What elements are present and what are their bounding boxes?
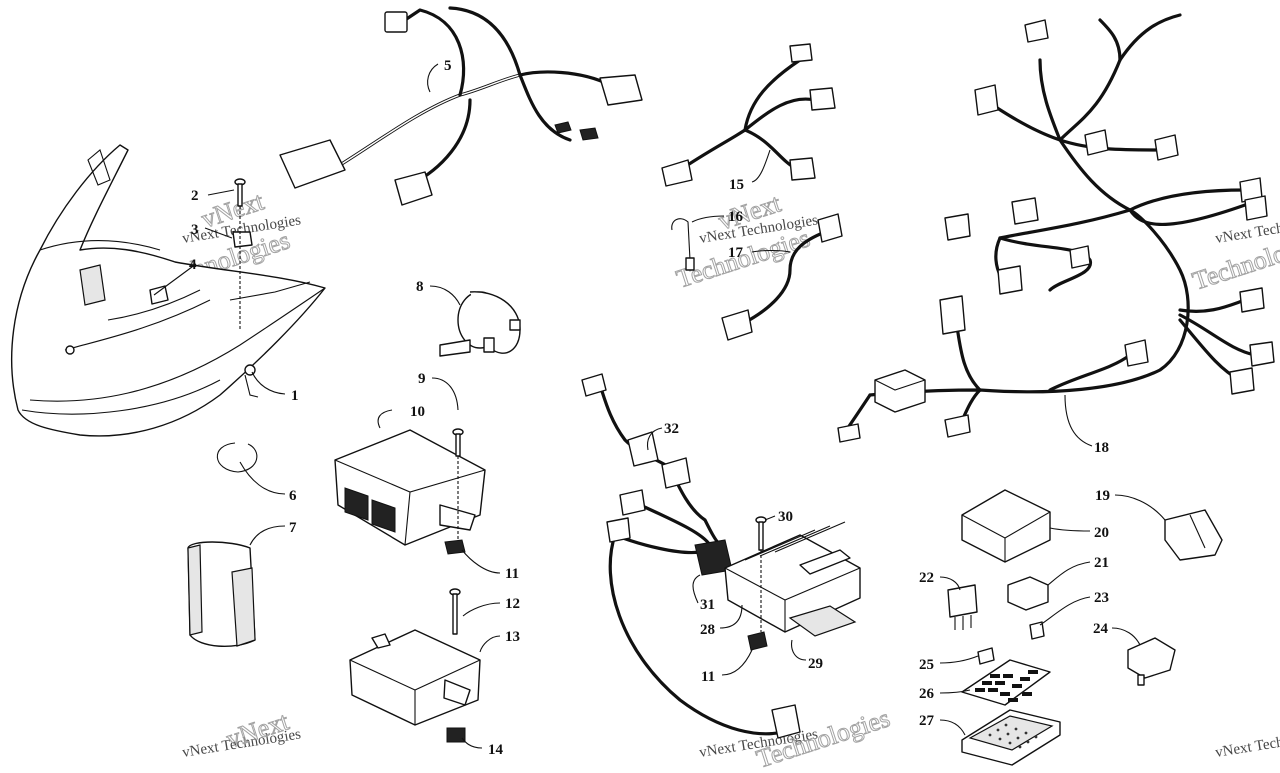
part-harness-17 [721, 213, 843, 341]
part-pad-29 [788, 605, 857, 637]
part-sleeve-7 [187, 541, 256, 648]
callout-8: 8 [416, 279, 424, 295]
callout-32: 32 [664, 421, 679, 437]
callout-4: 4 [189, 257, 197, 273]
callout-10: 10 [410, 404, 425, 420]
callout-27: 27 [919, 713, 935, 729]
part-main-harness-18 [837, 13, 1275, 443]
callout-3: 3 [191, 222, 199, 238]
callout-6: 6 [289, 488, 297, 504]
callout-1: 1 [291, 388, 299, 404]
callout-30: 30 [778, 509, 793, 525]
part-nut-4 [149, 285, 169, 305]
part-clamp-6 [216, 442, 258, 473]
part-screw-9 [452, 428, 464, 457]
callout-28: 28 [700, 622, 715, 638]
callout-11b: 11 [701, 669, 715, 685]
part-screw-30 [755, 516, 767, 551]
callout-24: 24 [1093, 621, 1109, 637]
part-connector-24 [1127, 637, 1176, 686]
part-relay-21 [1007, 576, 1049, 611]
part-harness-15 [661, 43, 836, 187]
callout-9: 9 [418, 371, 426, 387]
callout-31: 31 [700, 597, 715, 613]
part-harness-32 [581, 373, 801, 739]
part-headlight-housing [11, 144, 326, 437]
callout-13: 13 [505, 629, 520, 645]
part-clip-3 [232, 231, 253, 248]
callout-23: 23 [1094, 590, 1109, 606]
callout-25: 25 [919, 657, 934, 673]
callout-20: 20 [1094, 525, 1109, 541]
callout-14: 14 [488, 742, 504, 758]
callout-2: 2 [191, 188, 199, 204]
part-module-13 [349, 629, 481, 726]
callout-labels: 1 2 3 4 5 6 7 8 9 10 11 11 12 13 14 15 1… [189, 58, 1110, 758]
watermark-small-6: vNext Technologies [1214, 726, 1280, 761]
part-fuse-23 [1029, 621, 1045, 640]
part-fuse-box-20 [961, 489, 1051, 563]
callout-7: 7 [289, 520, 297, 536]
part-buzzer-8 [439, 291, 521, 357]
callout-22: 22 [919, 570, 934, 586]
part-module-10 [334, 429, 486, 546]
part-connector-19 [1164, 509, 1223, 561]
part-nut-11a [444, 539, 466, 555]
part-front-harness-5 [279, 6, 643, 206]
callout-21: 21 [1094, 555, 1109, 571]
callout-29: 29 [808, 656, 823, 672]
callout-11a: 11 [505, 566, 519, 582]
callout-5: 5 [444, 58, 452, 74]
callout-12: 12 [505, 596, 520, 612]
callout-17: 17 [728, 245, 744, 261]
callout-15: 15 [729, 177, 744, 193]
part-nut-11b [747, 631, 768, 651]
part-fuse-25 [977, 647, 995, 665]
watermarks: vNext Technologies vNext Technologies vN… [152, 186, 1280, 773]
part-relay-22 [947, 584, 978, 630]
part-bushing-14 [446, 727, 466, 743]
part-fuse-holder-16 [671, 218, 695, 271]
part-cover-27 [961, 709, 1061, 766]
part-screw-2 [234, 178, 246, 207]
callout-26: 26 [919, 686, 935, 702]
leader-lines [153, 63, 1166, 749]
callout-16: 16 [728, 209, 744, 225]
callout-19: 19 [1095, 488, 1110, 504]
part-screw-12 [449, 588, 461, 635]
part-label-grid-26 [961, 659, 1051, 706]
callout-18: 18 [1094, 440, 1109, 456]
